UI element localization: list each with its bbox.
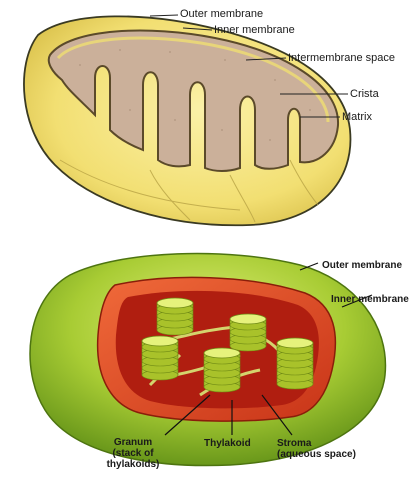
thylakoid-disc-top — [142, 336, 178, 346]
label-chloro-inner-membrane: Inner membrane — [331, 294, 409, 305]
label-granum: Granum (stack of thylakoids) — [103, 437, 163, 470]
granum-stack — [204, 348, 240, 392]
thylakoid-disc-top — [230, 314, 266, 324]
label-mito-outer-membrane: Outer membrane — [180, 8, 263, 20]
chloroplast-diagram: Outer membrane Inner membrane Granum (st… — [0, 235, 419, 479]
label-granum-line1: Granum — [103, 437, 163, 448]
label-stroma: Stroma (aqueous space) — [277, 438, 356, 460]
label-thylakoid: Thylakoid — [204, 438, 251, 449]
label-stroma-line1: Stroma — [277, 438, 356, 449]
label-crista: Crista — [350, 88, 379, 100]
thylakoid-disc-top — [277, 338, 313, 348]
thylakoid-disc-top — [204, 348, 240, 358]
label-chloro-outer-membrane: Outer membrane — [322, 260, 402, 271]
label-granum-line2: (stack of — [103, 448, 163, 459]
granum-stack — [277, 338, 313, 389]
label-granum-line3: thylakoids) — [103, 459, 163, 470]
label-matrix: Matrix — [342, 111, 372, 123]
mitochondrion-diagram: Outer membrane Inner membrane Intermembr… — [0, 0, 419, 235]
label-intermembrane-space: Intermembrane space — [288, 52, 395, 64]
label-mito-inner-membrane: Inner membrane — [214, 24, 295, 36]
granum-stack — [230, 314, 266, 351]
label-stroma-line2: (aqueous space) — [277, 449, 356, 460]
granum-stack — [157, 298, 193, 335]
thylakoid-disc-top — [157, 298, 193, 308]
granum-stack — [142, 336, 178, 380]
